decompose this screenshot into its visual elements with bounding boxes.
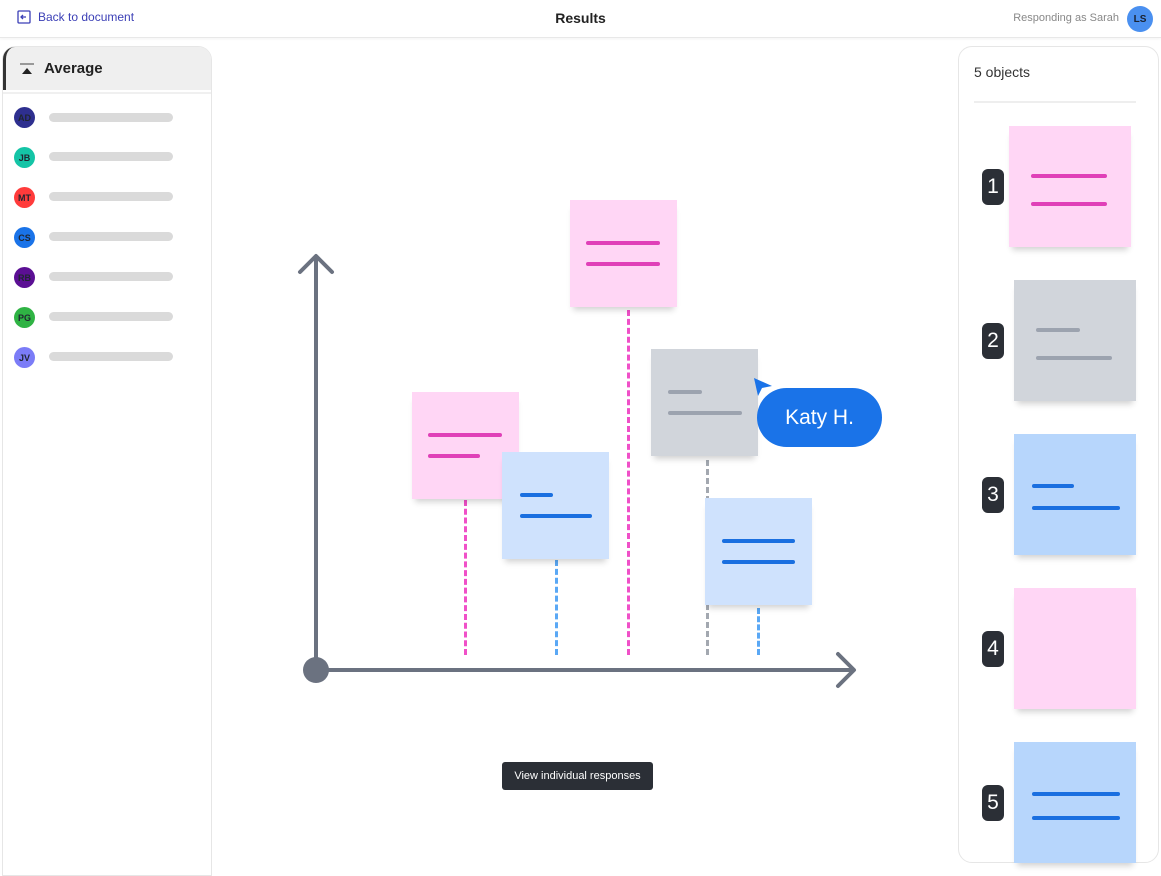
y-axis — [298, 254, 334, 672]
back-label: Back to document — [38, 10, 135, 24]
sticky-note[interactable] — [651, 349, 758, 456]
sticky-note[interactable] — [705, 498, 812, 605]
rank-badge: 2 — [982, 323, 1004, 359]
respondent-row[interactable]: MT — [14, 187, 173, 208]
exit-icon — [17, 10, 31, 24]
average-label: Average — [44, 60, 103, 77]
respondent-row[interactable]: AD — [14, 107, 173, 128]
back-to-document-link[interactable]: Back to document — [17, 10, 134, 24]
user-avatar[interactable]: LS — [1127, 6, 1153, 32]
divider — [974, 101, 1136, 103]
rank-badge: 1 — [982, 169, 1004, 205]
ranked-object[interactable] — [1009, 126, 1131, 247]
response-placeholder — [49, 192, 173, 201]
response-placeholder — [49, 152, 173, 161]
view-responses-tooltip[interactable]: View individual responses — [502, 762, 653, 790]
response-placeholder — [49, 312, 173, 321]
sticky-note[interactable] — [412, 392, 519, 499]
x-axis — [314, 652, 856, 688]
response-placeholder — [49, 113, 173, 122]
ranked-object[interactable] — [1014, 280, 1136, 401]
ranked-object[interactable] — [1014, 434, 1136, 555]
guide-line — [464, 500, 467, 655]
avatar: AD — [14, 107, 35, 128]
respondent-row[interactable]: CS — [14, 227, 173, 248]
ranked-object[interactable] — [1014, 588, 1136, 709]
rank-badge: 3 — [982, 477, 1004, 513]
guide-line — [757, 608, 760, 655]
avatar: CS — [14, 227, 35, 248]
avatar: JV — [14, 347, 35, 368]
objects-count: 5 objects — [974, 64, 1031, 80]
collapse-icon — [20, 62, 34, 74]
avatar: RB — [14, 267, 35, 288]
guide-line — [627, 310, 630, 655]
sticky-note[interactable] — [502, 452, 609, 559]
ranked-object[interactable] — [1014, 742, 1136, 863]
responding-as: Responding as Sarah — [1013, 12, 1119, 24]
origin-dot — [303, 657, 329, 683]
response-placeholder — [49, 232, 173, 241]
rank-badge: 4 — [982, 631, 1004, 667]
sticky-note[interactable] — [570, 200, 677, 307]
average-item[interactable]: Average — [3, 47, 211, 90]
page-title: Results — [555, 10, 606, 26]
top-bar: Back to document Results Responding as S… — [0, 0, 1161, 38]
respondent-row[interactable]: JB — [14, 147, 173, 168]
response-placeholder — [49, 272, 173, 281]
respondent-row[interactable]: PG — [14, 307, 173, 328]
respondent-row[interactable]: JV — [14, 347, 173, 368]
respondent-row[interactable]: RB — [14, 267, 173, 288]
avatar: MT — [14, 187, 35, 208]
avatar: JB — [14, 147, 35, 168]
avatar: PG — [14, 307, 35, 328]
collaborator-cursor-label: Katy H. — [757, 388, 882, 447]
guide-line — [555, 560, 558, 655]
response-placeholder — [49, 352, 173, 361]
rank-badge: 5 — [982, 785, 1004, 821]
cursor-icon — [754, 378, 772, 396]
